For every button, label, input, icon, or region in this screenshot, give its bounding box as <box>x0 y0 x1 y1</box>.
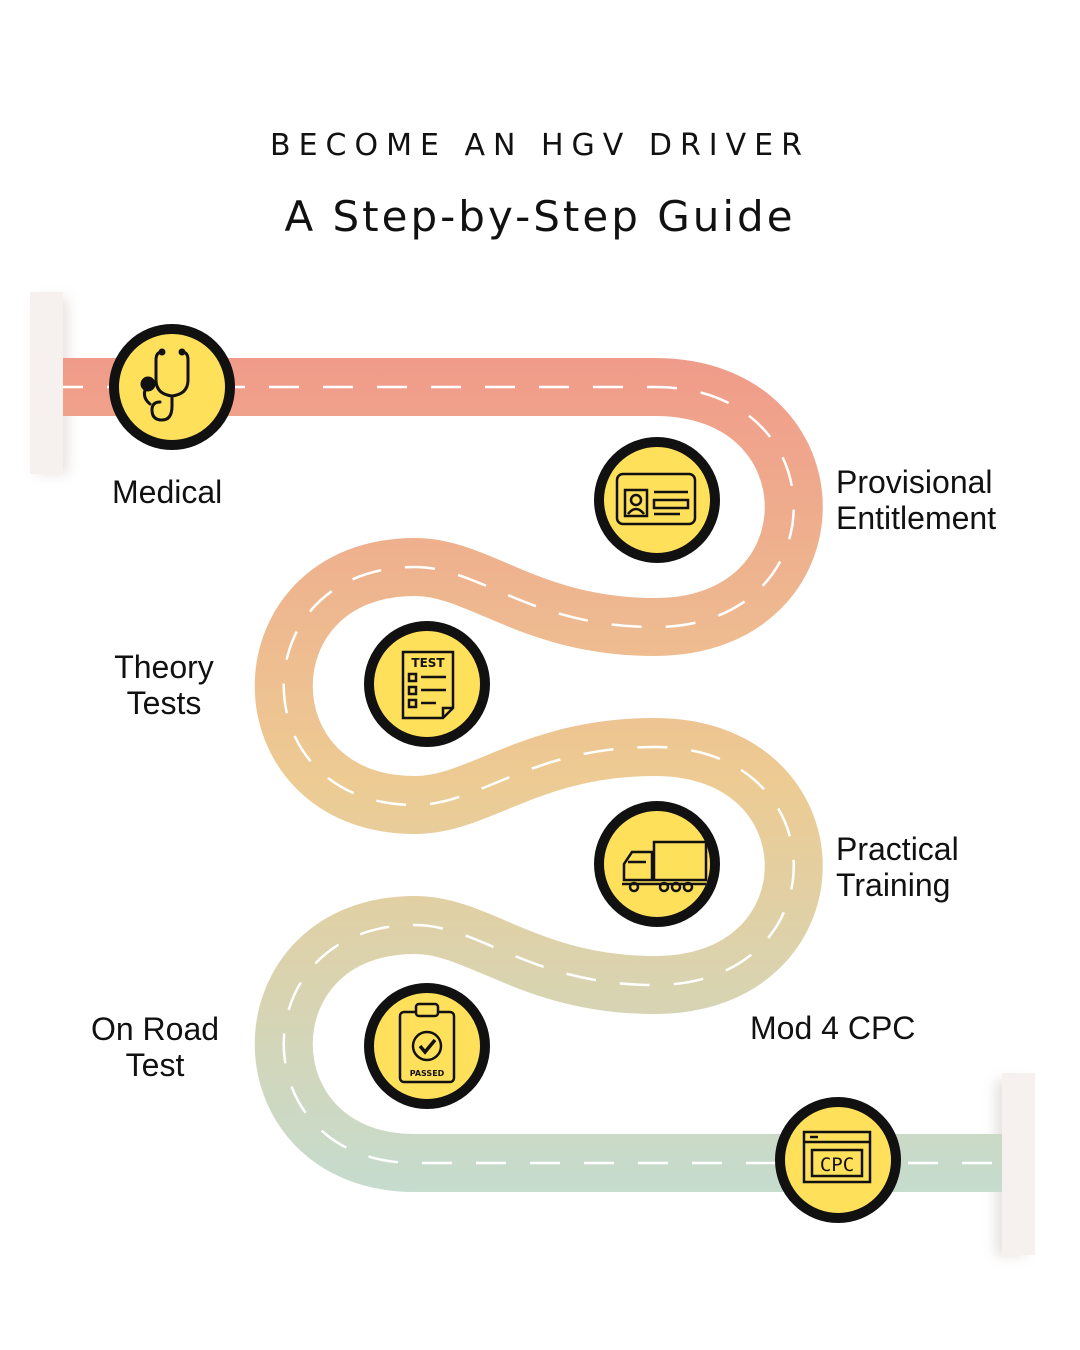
step-label-on-road-test: On Road Test <box>90 1011 220 1083</box>
step-node-practical-training <box>594 801 720 927</box>
passed-icon-text: PASSED <box>410 1069 445 1078</box>
step-label-practical-training: Practical Training <box>836 831 959 903</box>
finish-post <box>1002 1073 1035 1255</box>
stethoscope-icon <box>140 348 190 422</box>
passed-clipboard-icon: PASSED <box>398 1002 456 1084</box>
step-node-mod4-cpc: CPC <box>775 1097 901 1223</box>
cpc-certificate-icon: CPC <box>802 1130 872 1184</box>
step-node-theory-tests: TEST <box>364 621 490 747</box>
page-subtitle: A Step-by-Step Guide <box>284 192 796 241</box>
road-center-dashes <box>63 385 1002 1165</box>
step-label-mod4-cpc: Mod 4 CPC <box>750 1010 916 1046</box>
step-label-theory-tests: Theory Tests <box>114 649 214 721</box>
cpc-icon-text: CPC <box>820 1154 854 1176</box>
start-post <box>30 292 63 474</box>
step-label-medical: Medical <box>112 474 223 510</box>
step-node-medical <box>109 324 235 450</box>
test-icon-text: TEST <box>411 656 445 670</box>
step-node-provisional-entitlement <box>594 437 720 563</box>
test-sheet-icon: TEST <box>401 650 455 720</box>
step-label-provisional-entitlement: Provisional Entitlement <box>836 464 997 536</box>
id-card-icon <box>615 472 697 526</box>
page-title: BECOME AN HGV DRIVER <box>270 128 810 163</box>
truck-icon <box>622 840 708 893</box>
step-node-on-road-test: PASSED <box>364 983 490 1109</box>
